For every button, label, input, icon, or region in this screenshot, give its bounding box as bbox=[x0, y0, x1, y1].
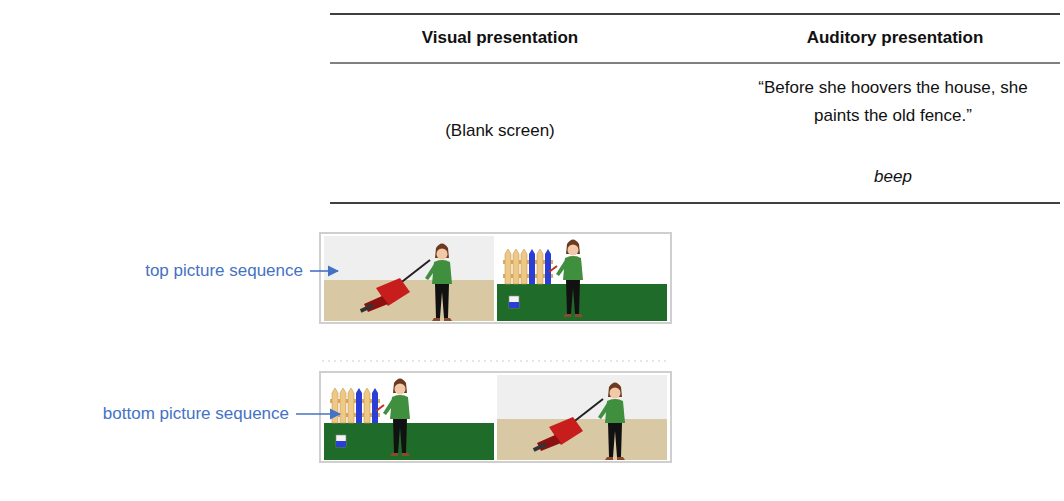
pointer-arrow bbox=[310, 270, 338, 272]
column-header: Visual presentation bbox=[422, 24, 579, 52]
table-rule bbox=[330, 63, 1060, 64]
sequence-label: top picture sequence bbox=[145, 257, 303, 285]
table-rule bbox=[330, 13, 1060, 15]
picture-sequence bbox=[320, 233, 671, 323]
sound-cue: beep bbox=[874, 163, 912, 191]
pointer-arrow bbox=[296, 413, 340, 415]
picture-sequence bbox=[320, 372, 671, 462]
sequence-label: bottom picture sequence bbox=[103, 400, 289, 428]
spoken-sentence: “Before she hoovers the house, she paint… bbox=[753, 74, 1033, 130]
table-rule bbox=[330, 202, 1060, 204]
column-header: Auditory presentation bbox=[807, 24, 984, 52]
separator bbox=[322, 361, 668, 362]
cell-text: (Blank screen) bbox=[445, 117, 555, 145]
